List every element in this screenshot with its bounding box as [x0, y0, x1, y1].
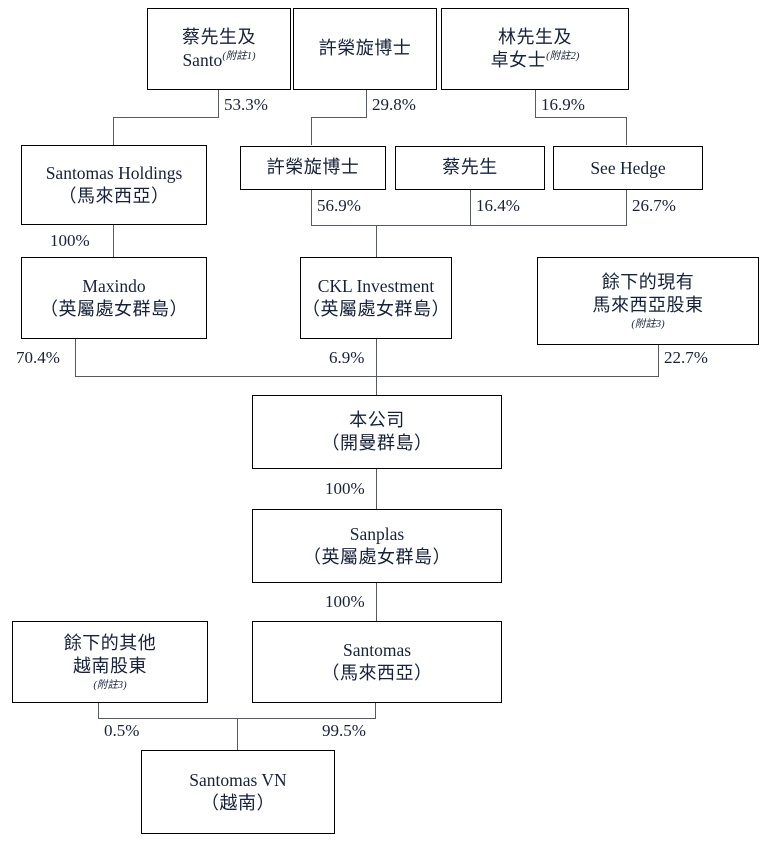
node-line-1: 林先生及	[498, 26, 572, 47]
node-lim-cheok: 林先生及 卓女士(附註2)	[441, 8, 629, 90]
node-line-1: Santomas VN	[189, 770, 287, 791]
node-line-1: 蔡先生及	[182, 27, 256, 48]
edge-dr-khor-down	[366, 90, 368, 118]
footnote-ref: (附註3)	[93, 679, 127, 691]
edge-merge-bar-company	[75, 376, 659, 378]
footnote-ref: (附註2)	[546, 51, 580, 62]
node-maxindo: Maxindo （英屬處女群島）	[21, 257, 207, 339]
node-santomas-holdings: Santomas Holdings （馬來西亞）	[21, 145, 207, 225]
node-tsoi-santo: 蔡先生及 Santo(附註1)	[147, 8, 291, 90]
pct-26-7: 26.7%	[632, 196, 676, 215]
edge-merge-to-santomas-vn	[237, 718, 239, 750]
footnote-ref: (附註3)	[631, 318, 665, 330]
node-line-1: CKL Investment	[317, 276, 435, 297]
node-tsoi: 蔡先生	[395, 146, 545, 190]
edge-lim-cheok-down	[535, 90, 537, 118]
node-line-2: 越南股東	[73, 655, 147, 676]
node-line-1: Santomas Holdings	[45, 163, 183, 184]
edge-other-my-down	[658, 345, 660, 377]
node-see-hedge: See Hedge	[553, 146, 703, 190]
node-company: 本公司 （開曼群島）	[252, 395, 502, 469]
node-other-malaysian-shareholders: 餘下的現有 馬來西亞股東 (附註3)	[537, 257, 759, 345]
node-other-vietnamese-shareholders: 餘下的其他 越南股東 (附註3)	[12, 621, 208, 703]
node-line-2: （開曼群島）	[321, 433, 433, 453]
node-line-1: Sanplas	[349, 524, 405, 545]
edge-see-hedge-down	[626, 190, 628, 226]
edge-ckl-down	[376, 339, 378, 377]
node-line-1: See Hedge	[590, 157, 666, 178]
node-line-2: （英屬處女群島）	[302, 298, 450, 319]
edge-to-santomas-holdings	[113, 117, 115, 145]
edge-tsoi-santo-down	[218, 90, 220, 118]
node-line-1: 蔡先生	[442, 157, 498, 178]
pct-99-5: 99.5%	[322, 721, 366, 740]
node-line-2: 卓女士(附註2)	[490, 50, 580, 70]
node-line-1: 餘下的其他	[63, 632, 157, 653]
edge-company-to-sanplas	[376, 469, 378, 509]
edge-merge-to-company	[376, 376, 378, 395]
node-line-2: （英屬處女群島）	[303, 546, 451, 567]
node-line-2: （英屬處女群島）	[40, 298, 188, 319]
node-santomas: Santomas （馬來西亞）	[252, 621, 502, 703]
node-line-1: 餘下的現有	[601, 271, 695, 292]
node-line-2: （馬來西亞）	[58, 185, 170, 206]
edge-merge-bar-ckl	[311, 225, 627, 227]
pct-70-4: 70.4%	[16, 348, 60, 367]
pct-0-5: 0.5%	[104, 721, 140, 740]
pct-100-a: 100%	[50, 231, 90, 250]
edge-sanplas-to-santomas	[376, 583, 378, 621]
edge-santomas-holdings-to-maxindo	[113, 225, 115, 257]
pct-22-7: 22.7%	[664, 348, 708, 367]
node-santomas-vn: Santomas VN （越南）	[141, 750, 335, 834]
pct-29-8: 29.8%	[372, 95, 416, 114]
node-ckl-investment: CKL Investment （英屬處女群島）	[300, 257, 452, 339]
pct-100-b: 100%	[325, 479, 365, 498]
node-line-2: （越南）	[201, 792, 275, 813]
node-line-2: 馬來西亞股東	[592, 294, 704, 315]
pct-16-4: 16.4%	[476, 196, 520, 215]
edge-santomas-down	[375, 703, 377, 719]
pct-100-c: 100%	[325, 592, 365, 611]
edge-dr-khor-mid-down	[311, 190, 313, 226]
edge-tsoi-santo-across	[113, 117, 219, 119]
edge-tsoi-down	[470, 190, 472, 226]
edge-dr-khor-across	[311, 117, 367, 119]
node-line-1: 許榮旋博士	[318, 38, 412, 59]
node-line-2: Santo(附註1)	[182, 50, 256, 71]
edge-to-dr-khor-2	[311, 117, 313, 145]
edge-other-vn-down	[98, 703, 100, 719]
edge-maxindo-down	[75, 339, 77, 377]
node-line-1: 許榮旋博士	[266, 157, 360, 178]
node-sanplas: Sanplas （英屬處女群島）	[252, 509, 502, 583]
edge-merge-to-ckl	[376, 225, 378, 257]
pct-16-9: 16.9%	[541, 95, 585, 114]
node-line-2: （馬來西亞）	[321, 662, 433, 683]
pct-56-9: 56.9%	[317, 196, 361, 215]
edge-to-see-hedge	[626, 117, 628, 145]
pct-53-3: 53.3%	[224, 95, 268, 114]
node-line-1: Maxindo	[82, 276, 146, 297]
pct-6-9: 6.9%	[329, 348, 365, 367]
node-dr-khor-mid: 許榮旋博士	[240, 146, 386, 190]
footnote-ref: (附註1)	[222, 51, 256, 63]
edge-lim-cheok-across	[535, 117, 627, 119]
node-line-1: Santomas	[342, 640, 412, 661]
node-line-1: 本公司	[349, 409, 405, 430]
node-dr-khor-top: 許榮旋博士	[293, 8, 437, 90]
